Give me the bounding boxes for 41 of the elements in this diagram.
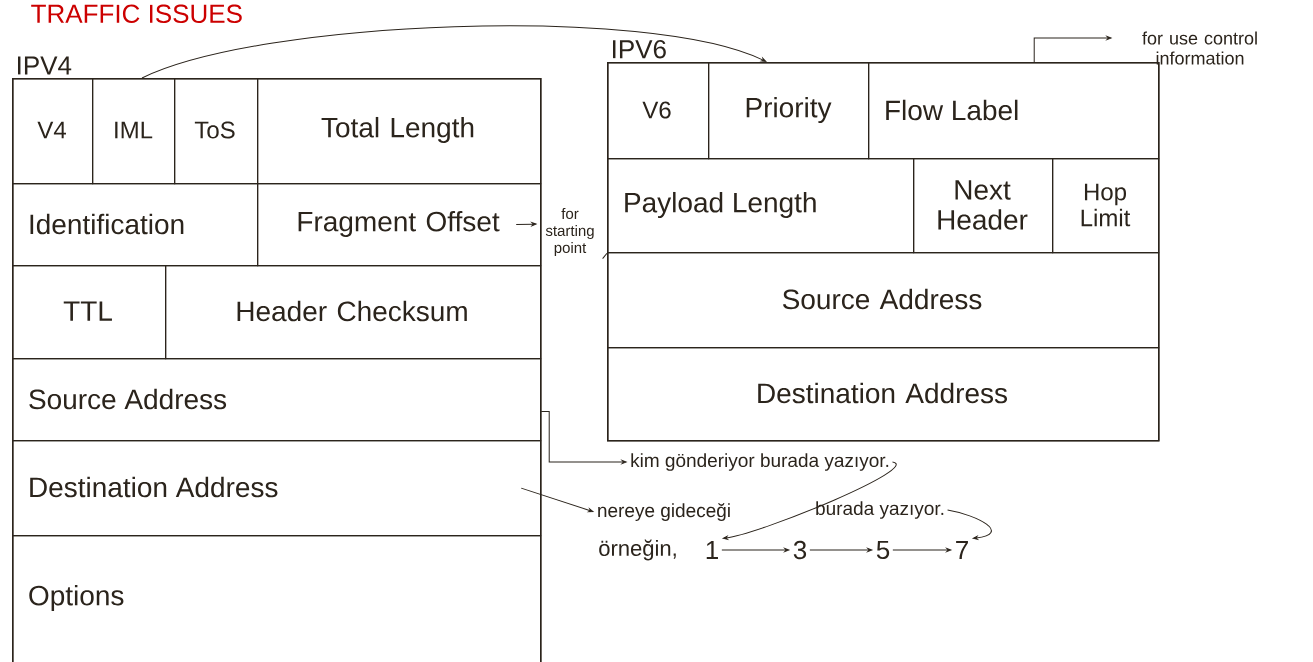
header-field: Fragment Offset bbox=[257, 183, 542, 267]
header-field: Total Length bbox=[257, 78, 542, 185]
header-field: Hop Limit bbox=[1052, 158, 1160, 254]
node-label: IPV6 bbox=[613, 39, 666, 59]
note: örneğin, bbox=[599, 539, 676, 561]
header-field: V4 bbox=[12, 78, 94, 185]
header-field: V6 bbox=[607, 62, 710, 160]
header-field: Source Address bbox=[12, 358, 542, 442]
header-field: Next Header bbox=[913, 158, 1054, 254]
number: 1 bbox=[706, 541, 718, 559]
number: 3 bbox=[793, 540, 807, 560]
header-field: Header Checksum bbox=[165, 265, 542, 360]
header-field: Flow Label bbox=[868, 62, 1160, 160]
header-field: Identification bbox=[12, 183, 259, 267]
title: TRAFFIC ISSUES bbox=[31, 4, 242, 23]
arrow bbox=[947, 509, 992, 540]
header-field: Payload Length bbox=[607, 158, 915, 254]
header-field: Priority bbox=[708, 62, 870, 160]
header-field: ToS bbox=[174, 78, 259, 185]
handwritten-note: burada yazıyor. bbox=[816, 501, 944, 519]
handwritten-note: nereye gideceği bbox=[598, 503, 730, 521]
handwritten-note: for starting point bbox=[545, 208, 594, 256]
header-field: Destination Address bbox=[12, 440, 542, 537]
header-field: Options bbox=[12, 535, 542, 662]
arrow bbox=[721, 548, 790, 552]
arrow bbox=[722, 461, 897, 540]
header-field: IML bbox=[92, 78, 176, 185]
arrow bbox=[515, 222, 537, 227]
arrow bbox=[141, 25, 767, 79]
node-label: IPV4 bbox=[18, 56, 72, 75]
header-field: Source Address bbox=[607, 252, 1160, 349]
number: 5 bbox=[876, 540, 890, 560]
header-field: TTL bbox=[12, 265, 167, 360]
number: 7 bbox=[956, 541, 968, 559]
header-field: Destination Address bbox=[607, 347, 1160, 442]
arrow bbox=[540, 411, 627, 464]
arrow bbox=[809, 548, 873, 552]
handwritten-note: kim gönderiyor burada yazıyor. bbox=[631, 453, 889, 471]
arrow bbox=[1033, 36, 1112, 63]
arrow bbox=[892, 548, 952, 552]
arrow bbox=[520, 487, 594, 513]
